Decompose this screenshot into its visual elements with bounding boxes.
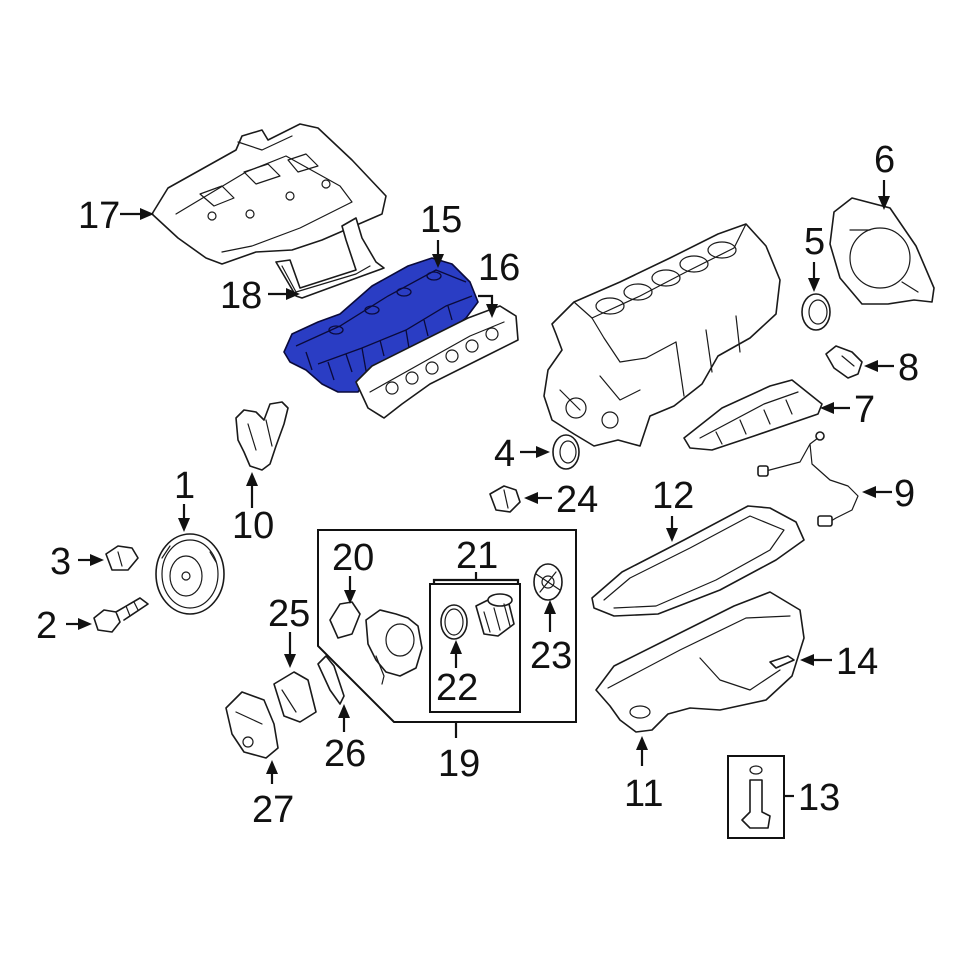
callout-9[interactable]: 9 (894, 473, 915, 515)
callout-5[interactable]: 5 (804, 221, 825, 263)
callout-24[interactable]: 24 (556, 479, 598, 521)
callout-6[interactable]: 6 (874, 139, 895, 181)
bolt-part-3[interactable] (105, 545, 139, 571)
sensor-part-10[interactable] (235, 401, 289, 471)
oil-filter-housing[interactable] (365, 609, 423, 685)
callout-18[interactable]: 18 (220, 275, 262, 317)
callout-4[interactable]: 4 (494, 433, 515, 475)
callout-27[interactable]: 27 (252, 789, 294, 831)
gasket-part-18[interactable] (275, 217, 385, 299)
callout-7[interactable]: 7 (854, 389, 875, 431)
bolt-part-2[interactable] (93, 597, 149, 633)
engine-cover-part-17[interactable] (151, 123, 387, 265)
cover-part-25[interactable] (273, 671, 317, 723)
drain-plug-part-14[interactable] (769, 655, 795, 669)
callout-12[interactable]: 12 (652, 475, 694, 517)
level-sensor-part-13[interactable] (727, 755, 785, 839)
valve-cover-part-15[interactable] (283, 257, 479, 393)
bracket-part-20[interactable] (329, 601, 361, 639)
callout-21[interactable]: 21 (456, 535, 498, 577)
sensor-wire-part-9[interactable] (757, 431, 859, 527)
front-seal-part-4[interactable] (552, 434, 580, 470)
callout-3[interactable]: 3 (50, 541, 71, 583)
oil-pan-part-11[interactable] (595, 591, 805, 733)
valve-cover-gasket-part-16[interactable] (355, 305, 519, 419)
callout-11[interactable]: 11 (624, 773, 663, 815)
pulley-part-1[interactable] (155, 533, 225, 615)
callout-22[interactable]: 22 (436, 667, 478, 709)
baffle-part-7[interactable] (683, 379, 823, 451)
oil-filter-part-21[interactable] (475, 593, 515, 637)
o-ring-part-22[interactable] (440, 604, 468, 640)
callout-20[interactable]: 20 (332, 537, 374, 579)
callout-10[interactable]: 10 (232, 505, 274, 547)
oil-pan-gasket-part-12[interactable] (591, 505, 805, 617)
cover-part-27[interactable] (225, 691, 279, 759)
callout-26[interactable]: 26 (324, 733, 366, 775)
callout-19[interactable]: 19 (438, 743, 480, 785)
filter-cap-part-23[interactable] (533, 563, 563, 601)
callout-1[interactable]: 1 (174, 465, 195, 507)
group-box-part-19 (317, 529, 577, 723)
callout-23[interactable]: 23 (530, 635, 572, 677)
rear-seal-part-5[interactable] (801, 293, 831, 331)
sensor-part-24[interactable] (489, 485, 521, 513)
gasket-part-26[interactable] (317, 655, 345, 705)
rear-plate-part-6[interactable] (829, 197, 935, 305)
callout-13[interactable]: 13 (798, 777, 840, 819)
callout-8[interactable]: 8 (898, 347, 919, 389)
engine-block (543, 223, 781, 447)
callout-14[interactable]: 14 (836, 641, 878, 683)
leader-lines (66, 180, 894, 798)
callout-25[interactable]: 25 (268, 593, 310, 635)
callout-17[interactable]: 17 (78, 195, 120, 237)
callout-15[interactable]: 15 (420, 199, 462, 241)
callout-numbers: 17 18 15 16 6 5 8 7 4 9 24 12 1 10 3 2 2… (36, 139, 919, 831)
callout-16[interactable]: 16 (478, 247, 520, 289)
sensor-part-8[interactable] (825, 345, 863, 379)
callout-2[interactable]: 2 (36, 605, 57, 647)
